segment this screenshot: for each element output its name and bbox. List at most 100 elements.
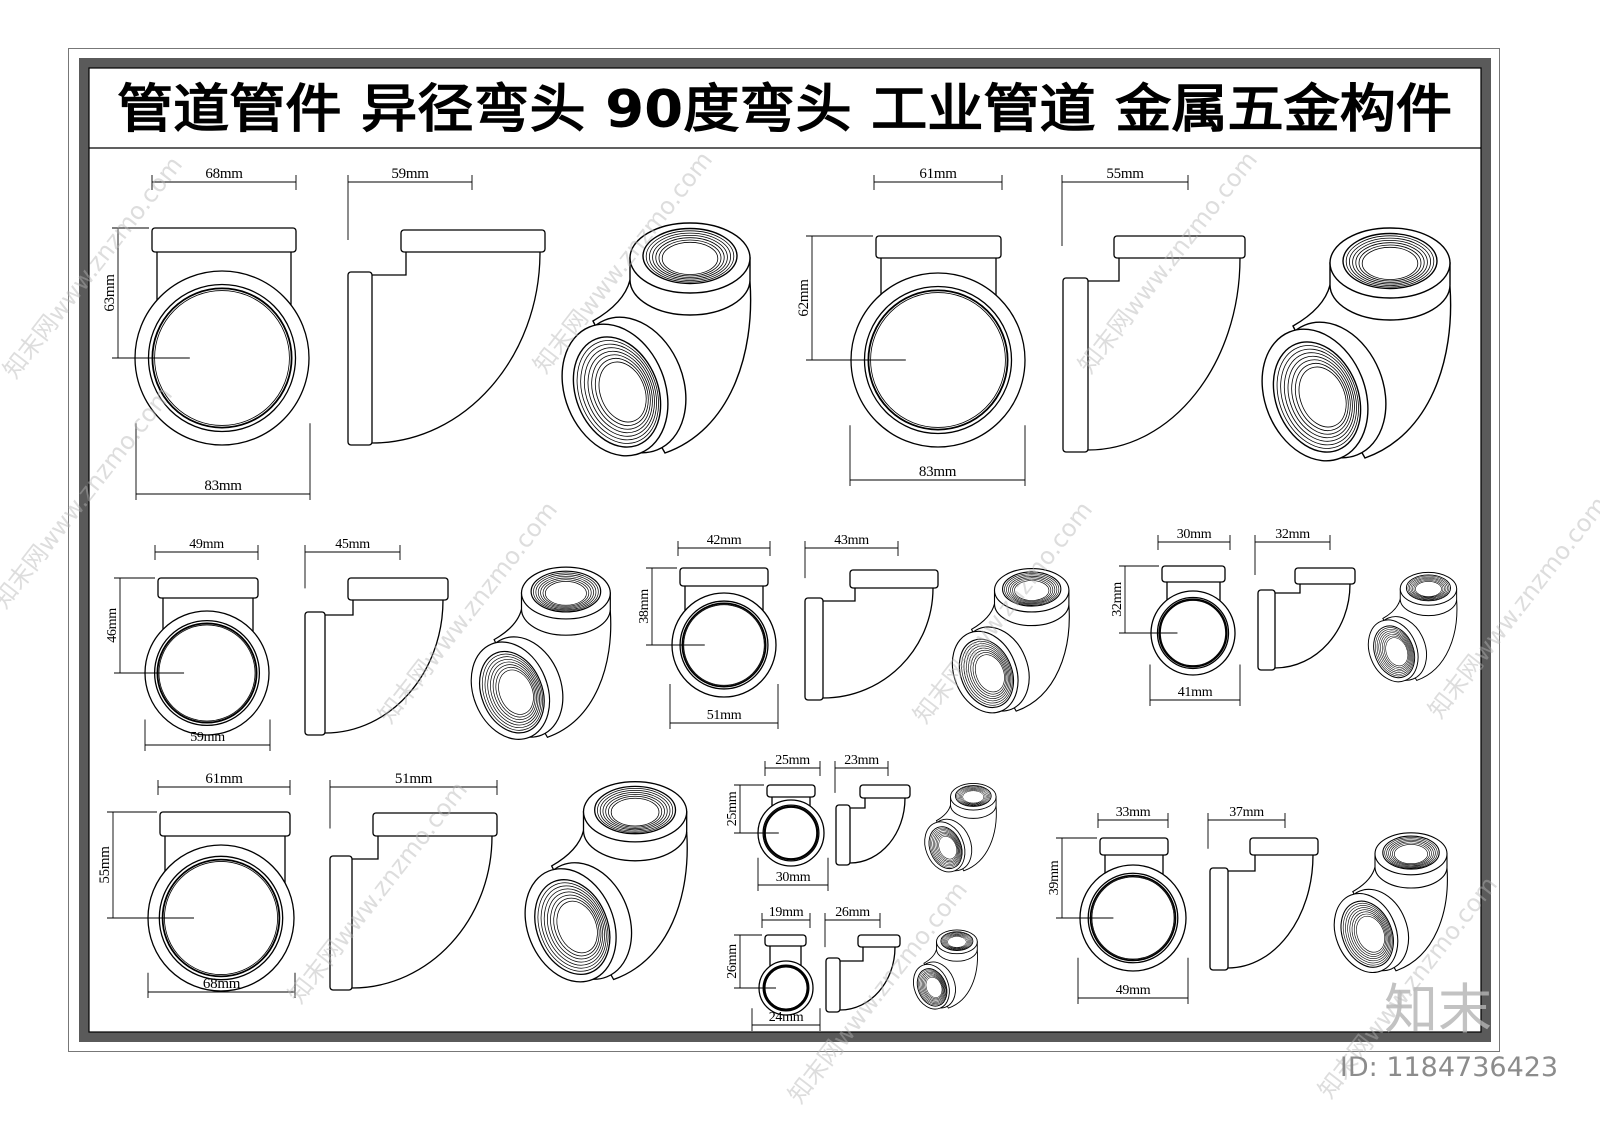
top-thread-line xyxy=(1412,578,1445,599)
dimension-line-left xyxy=(734,784,779,834)
side-socket-plate xyxy=(1209,867,1229,971)
dimension-line-side xyxy=(1254,535,1331,575)
top-thread-line xyxy=(957,787,989,806)
bottom-thread-line xyxy=(1381,634,1411,670)
bottom-socket-face xyxy=(561,323,669,457)
top-thread-line xyxy=(608,795,663,828)
top-thread-line xyxy=(946,935,968,949)
bottom-thread-line xyxy=(498,669,534,715)
top-thread-line xyxy=(960,788,987,805)
dimension-line-top xyxy=(761,913,811,928)
bottom-thread-line xyxy=(1385,637,1409,667)
top-thread-line xyxy=(533,572,599,612)
dimension-label-bottom: 59mm xyxy=(190,730,225,745)
top-thread-line xyxy=(1342,232,1438,290)
flange xyxy=(679,567,769,587)
elbow-outer-curve xyxy=(351,835,493,989)
dimension-line-bottom xyxy=(1149,664,1241,706)
bottom-thread-line xyxy=(1283,352,1355,442)
top-thread-line xyxy=(1008,575,1056,604)
bottom-thread-line xyxy=(1351,911,1388,957)
dimension-label-left: 32mm xyxy=(1110,582,1125,617)
bottom-thread-line xyxy=(534,879,611,976)
dimension-line-left xyxy=(1056,837,1114,919)
neck-outline xyxy=(684,586,764,611)
bottom-socket-face xyxy=(524,868,617,983)
top-thread-line xyxy=(1014,580,1050,601)
bottom-thread-line xyxy=(965,645,1010,702)
bottom-socket-face xyxy=(1261,328,1369,462)
bottom-thread-line xyxy=(1383,635,1410,668)
top-thread-line xyxy=(530,570,602,613)
dimension-line-top xyxy=(873,175,1003,190)
bottom-thread-line xyxy=(958,638,1015,709)
top-thread-line xyxy=(1352,240,1428,285)
top-thread-line xyxy=(961,789,986,804)
inner-frame-line xyxy=(88,67,1482,1033)
dimension-label-left: 55mm xyxy=(97,846,113,884)
bottom-thread-line xyxy=(487,659,540,726)
elbow-outer-curve xyxy=(849,797,906,864)
dimension-label-bottom: 49mm xyxy=(1116,983,1151,998)
side-flange xyxy=(400,229,546,253)
dimension-label-top: 33mm xyxy=(1116,805,1151,820)
bottom-thread-line xyxy=(1380,632,1412,672)
side-flange xyxy=(849,569,939,589)
side-flange xyxy=(372,812,498,837)
dimension-line-top xyxy=(154,545,259,560)
top-thread-line xyxy=(956,786,991,807)
bottom-thread-line xyxy=(1280,348,1357,446)
dimension-line-side xyxy=(824,913,881,948)
dimension-label-left: 63mm xyxy=(102,274,118,312)
elbow-outer-curve xyxy=(1227,854,1314,969)
top-thread-line xyxy=(940,931,974,951)
elbow-outer-curve xyxy=(324,599,444,734)
brand-watermark: 知末 xyxy=(1384,978,1492,1041)
dimension-line-bottom xyxy=(751,1008,821,1031)
top-thread-line xyxy=(602,791,668,831)
side-view: 32mm xyxy=(1254,527,1356,671)
top-thread-line xyxy=(645,230,735,283)
bottom-thread-line xyxy=(923,974,944,1001)
top-thread-line xyxy=(1349,237,1432,286)
bottom-thread-line xyxy=(934,831,960,864)
bottom-thread-line xyxy=(932,830,961,865)
flange xyxy=(159,811,291,837)
dimension-line-top xyxy=(157,780,291,795)
bottom-thread-line xyxy=(930,827,962,868)
id-watermark: ID: 1184736423 xyxy=(1340,1052,1558,1083)
top-thread-line xyxy=(605,793,665,829)
bottom-thread-line xyxy=(921,973,945,1002)
flange xyxy=(1161,565,1226,583)
bottom-thread-line xyxy=(550,894,602,960)
dimension-label-top: 68mm xyxy=(205,166,243,182)
bottom-thread-line xyxy=(928,826,963,870)
dimension-label-side: 55mm xyxy=(1106,166,1144,182)
top-thread-line xyxy=(962,790,985,804)
dimension-line-top xyxy=(151,175,297,190)
side-view: 43mm xyxy=(804,533,939,701)
elbow-inner-edge xyxy=(1228,855,1256,872)
bottom-thread-line xyxy=(594,358,649,426)
bottom-thread-line xyxy=(572,336,662,448)
dimension-line-left xyxy=(114,577,185,674)
dimension-label-side: 51mm xyxy=(395,771,433,787)
flange xyxy=(1099,837,1169,856)
top-thread-line xyxy=(649,232,732,281)
bottom-thread-line xyxy=(925,976,943,998)
elbow-inner-edge xyxy=(850,798,866,809)
top-thread-line xyxy=(542,579,590,607)
neck-outline xyxy=(156,252,292,306)
top-thread-line xyxy=(1361,246,1419,280)
bottom-thread-line xyxy=(576,340,659,444)
neck-outline xyxy=(769,946,802,967)
bottom-thread-line xyxy=(479,650,545,734)
elbow-inner-edge xyxy=(1088,258,1120,282)
neck-outline xyxy=(880,258,997,296)
